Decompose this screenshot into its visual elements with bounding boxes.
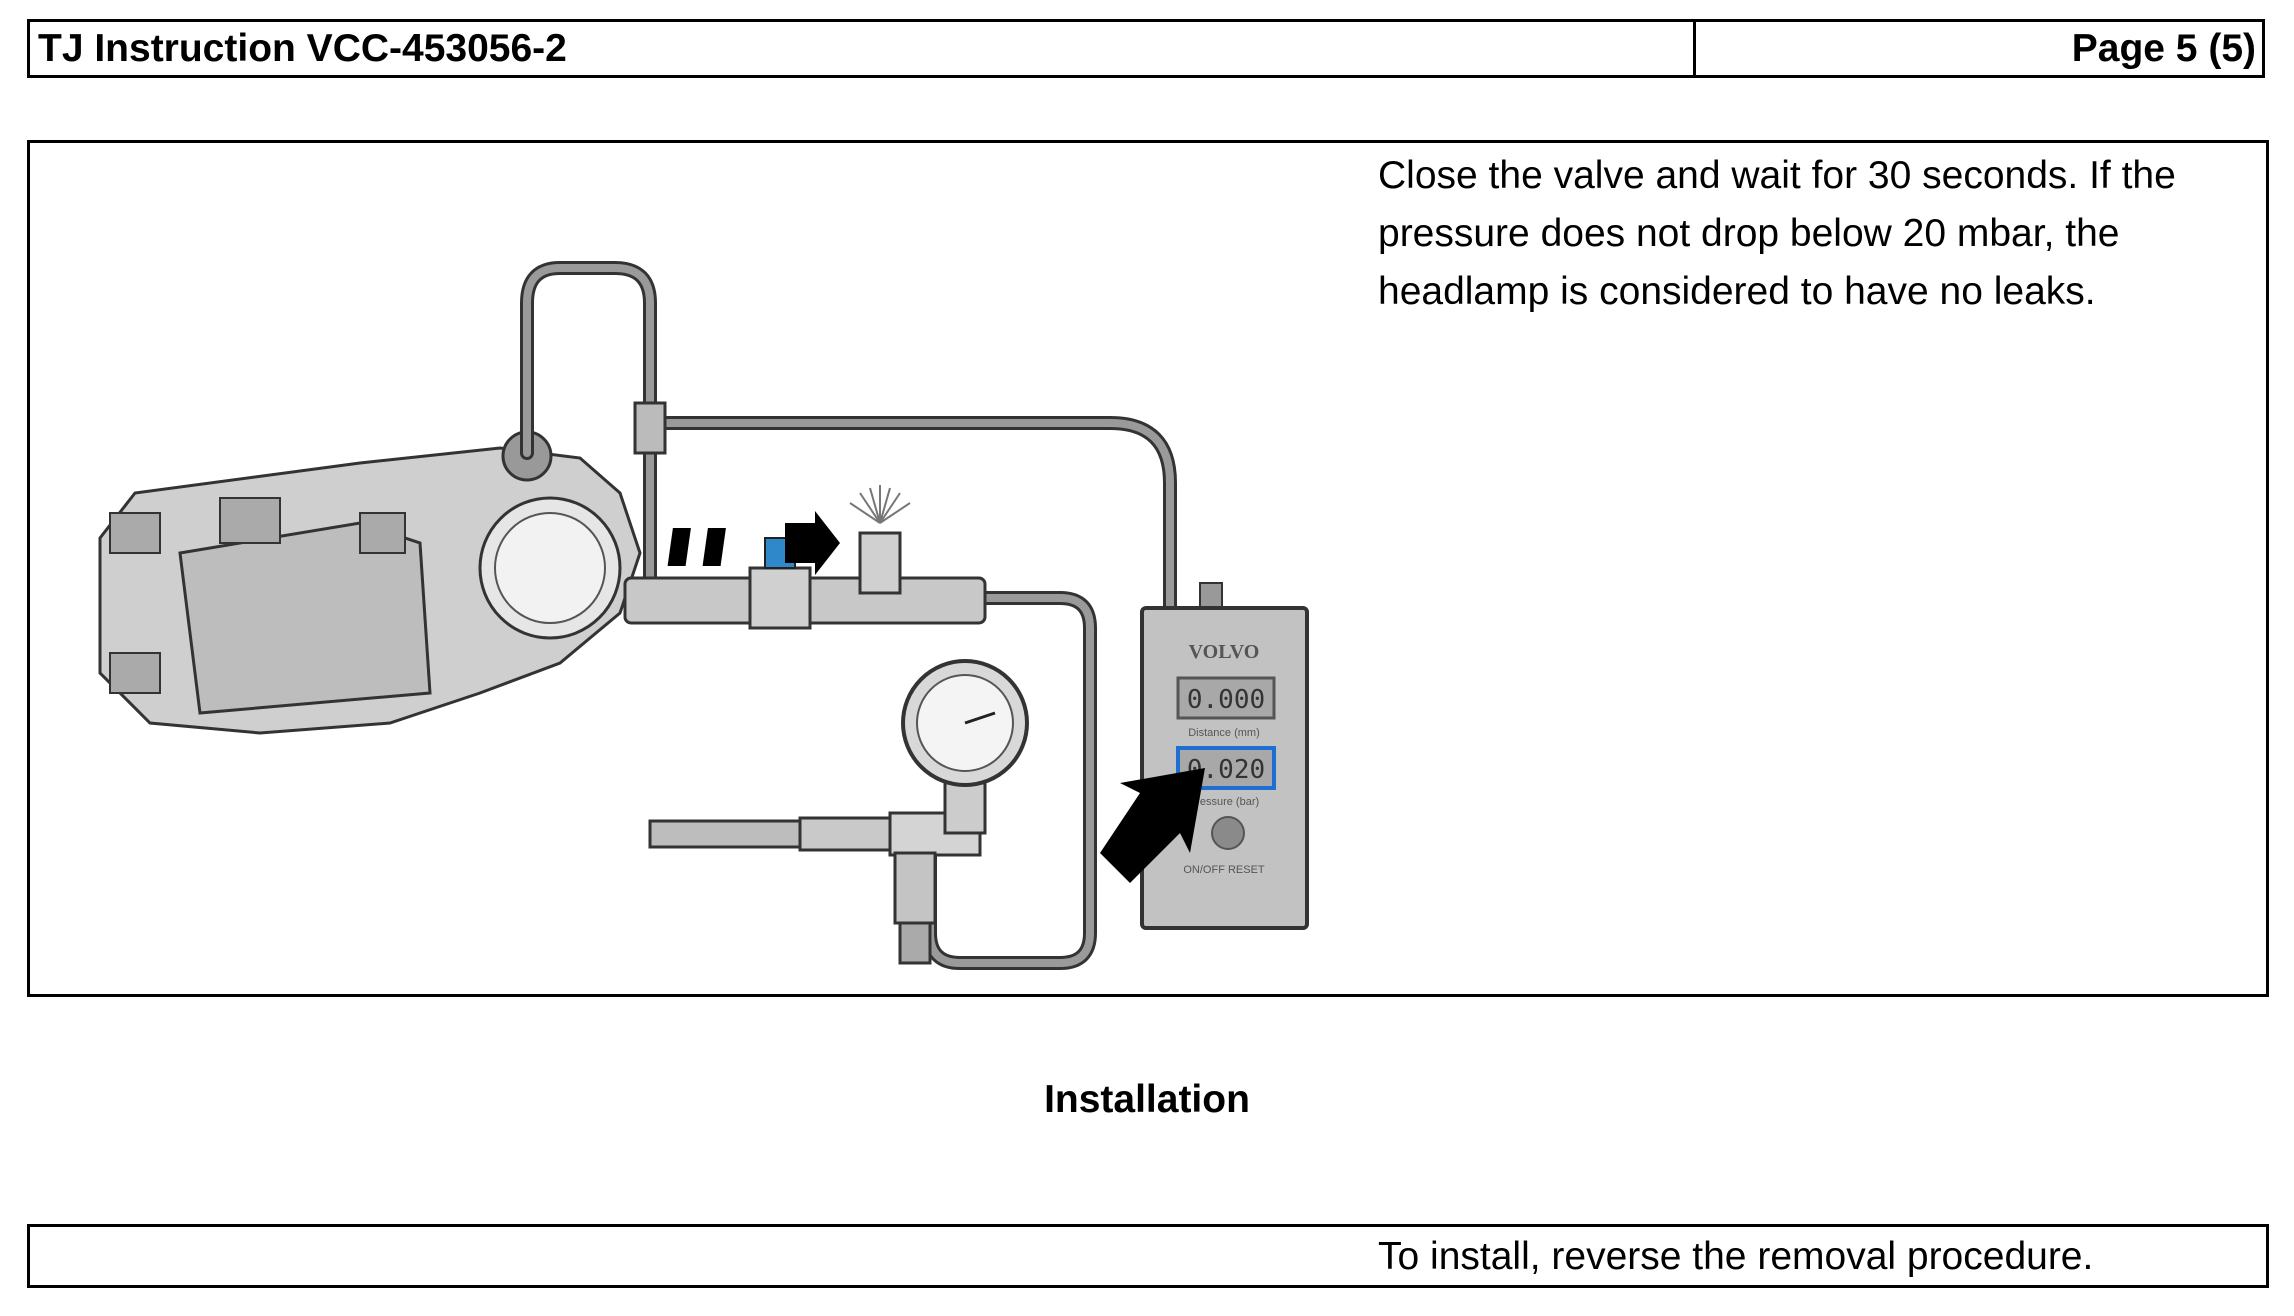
document-header: TJ Instruction VCC-453056-2 Page 5 (5): [27, 19, 2265, 78]
tester-display-pressure-label: Pressure (bar): [1189, 796, 1259, 808]
install-instruction: To install, reverse the removal procedur…: [1378, 1235, 2094, 1278]
valve-manifold: [623, 401, 987, 630]
tester-display-distance-label: Distance (mm): [1188, 727, 1260, 739]
tester-button-label: ON/OFF RESET: [1183, 864, 1265, 876]
tester-device-icon: VOLVO 0.000 Distance (mm) 0.020 Pressure…: [1140, 582, 1309, 930]
step-box: VOLVO 0.000 Distance (mm) 0.020 Pressure…: [27, 140, 2269, 997]
page-number: Page 5 (5): [2071, 26, 2256, 70]
arrow-icon: [1100, 768, 1205, 883]
leak-test-illustration: VOLVO 0.000 Distance (mm) 0.020 Pressure…: [98, 261, 1309, 970]
leak-spray-icon: [849, 485, 911, 524]
tester-display-distance: 0.000: [1187, 685, 1265, 715]
section-title: Installation: [1044, 1078, 1250, 1121]
headlamp-illustration: [98, 430, 642, 735]
arrow-icon: [667, 511, 840, 575]
valve-icon: [748, 537, 812, 630]
document-title: TJ Instruction VCC-453056-2: [30, 22, 1696, 75]
step-instruction: Close the valve and wait for 30 seconds.…: [1378, 154, 2176, 313]
tester-brand: VOLVO: [1189, 641, 1260, 663]
install-box: To install, reverse the removal procedur…: [27, 1224, 2269, 1288]
pressure-gauge-icon: [648, 659, 1029, 965]
